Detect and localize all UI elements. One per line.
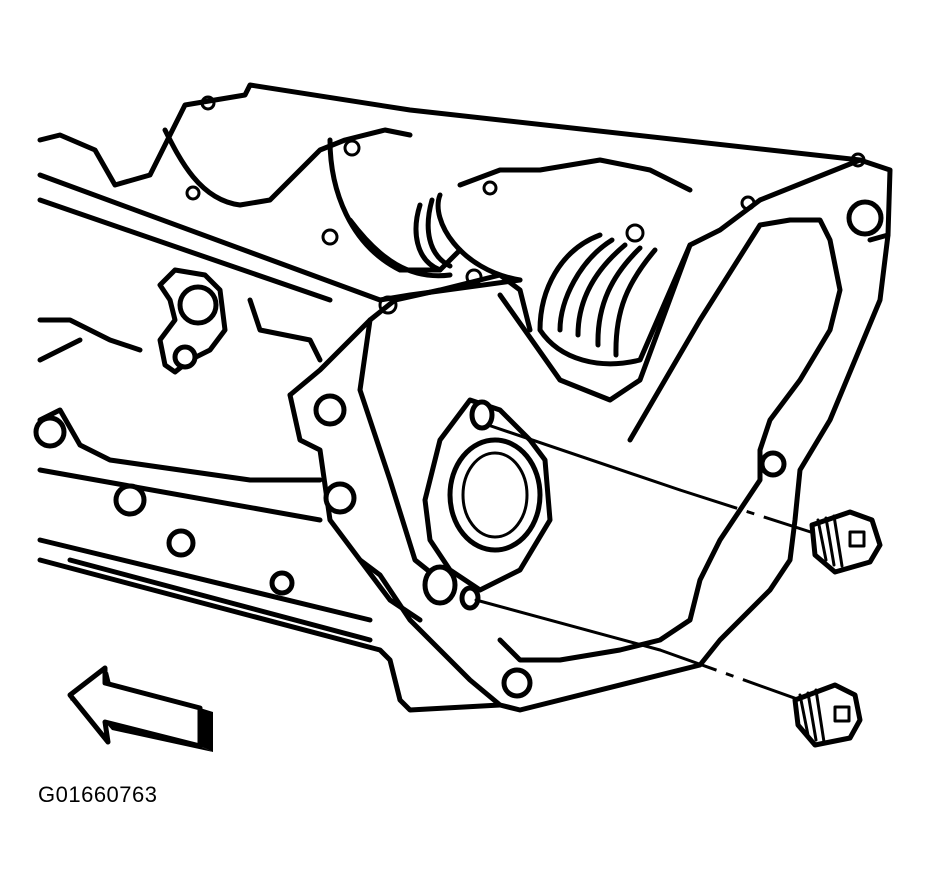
engine-block-outline [37, 82, 893, 713]
plug-upper [809, 509, 883, 575]
bolt-holes [33, 95, 884, 699]
plug-lower [792, 682, 863, 748]
left-arrow-icon [67, 665, 213, 752]
leader-lines [474, 423, 821, 702]
figure-id-label: G01660763 [38, 782, 158, 807]
seal-housing [422, 397, 553, 611]
